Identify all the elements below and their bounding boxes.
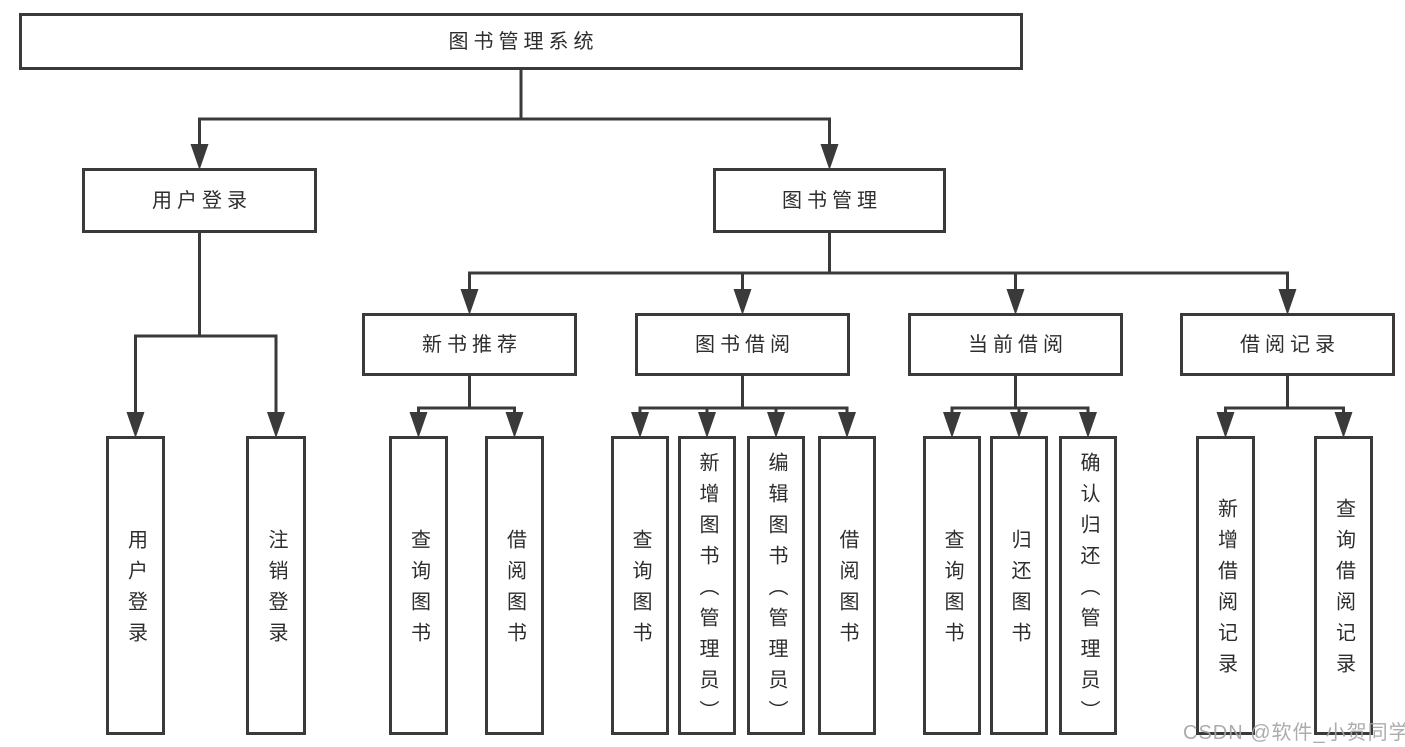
node-label: 查询图书 (629, 529, 651, 653)
node-leaf-user-login: 用户登录 (106, 436, 165, 735)
node-bb-query: 查询图书 (611, 436, 669, 735)
arrowhead-icon (460, 289, 479, 315)
arrowhead-icon (631, 412, 649, 438)
arrowhead-icon (1216, 412, 1235, 438)
node-label: 编辑图书（管理员） (765, 451, 787, 731)
node-new-book-rec: 新书推荐 (362, 313, 577, 376)
node-br-query: 查询借阅记录 (1314, 436, 1373, 735)
node-cb-confirm: 确认归还（管理员） (1059, 436, 1117, 735)
arrowhead-icon (733, 289, 752, 315)
arrowhead-icon (820, 144, 839, 170)
node-label: 借阅图书 (503, 529, 526, 653)
node-label: 图书管理系统 (448, 30, 599, 53)
arrowhead-icon (698, 412, 716, 438)
node-label: 查询借阅记录 (1332, 498, 1355, 684)
node-bb-add: 新增图书（管理员） (678, 436, 736, 735)
node-label: 注销登录 (265, 529, 287, 653)
arrowhead-icon (1006, 289, 1025, 315)
node-label: 图书借阅 (695, 333, 795, 356)
node-label: 查询图书 (941, 529, 963, 653)
node-label: 借阅记录 (1240, 333, 1340, 356)
node-nb-query: 查询图书 (389, 436, 448, 735)
node-current-borrow: 当前借阅 (908, 313, 1123, 376)
arrowhead-icon (1278, 289, 1297, 315)
node-br-add: 新增借阅记录 (1196, 436, 1255, 735)
node-label: 当前借阅 (968, 333, 1068, 356)
node-cb-query: 查询图书 (923, 436, 981, 735)
arrowhead-icon (267, 412, 285, 438)
node-label: 新增图书（管理员） (696, 451, 718, 731)
node-leaf-logout: 注销登录 (246, 436, 306, 735)
arrowhead-icon (1010, 412, 1028, 438)
node-system: 图书管理系统 (19, 13, 1023, 70)
arrowhead-icon (126, 412, 145, 438)
arrowhead-icon (190, 144, 209, 170)
arrowhead-icon (505, 412, 524, 438)
node-nb-borrow: 借阅图书 (485, 436, 544, 735)
arrowhead-icon (838, 412, 856, 438)
arrowhead-icon (943, 412, 961, 438)
node-bb-borrow: 借阅图书 (818, 436, 876, 735)
arrowhead-icon (409, 412, 428, 438)
arrowhead-icon (1334, 412, 1353, 438)
node-bb-edit: 编辑图书（管理员） (747, 436, 805, 735)
node-user-login: 用户登录 (82, 168, 317, 233)
node-label: 查询图书 (407, 529, 430, 653)
node-label: 新书推荐 (422, 333, 522, 356)
node-label: 归还图书 (1008, 529, 1030, 653)
watermark: CSDN @软件_小贺同学 (1183, 722, 1405, 744)
node-label: 确认归还（管理员） (1077, 451, 1099, 731)
arrowhead-icon (767, 412, 785, 438)
node-book-borrow: 图书借阅 (635, 313, 850, 376)
node-label: 图书管理 (782, 189, 882, 212)
node-borrow-records: 借阅记录 (1180, 313, 1395, 376)
node-label: 用户登录 (152, 189, 252, 212)
node-book-mgmt: 图书管理 (713, 168, 946, 233)
node-label: 借阅图书 (836, 529, 858, 653)
arrowhead-icon (1079, 412, 1097, 438)
node-label: 新增借阅记录 (1214, 498, 1237, 684)
node-label: 用户登录 (124, 529, 147, 653)
node-cb-return: 归还图书 (990, 436, 1048, 735)
